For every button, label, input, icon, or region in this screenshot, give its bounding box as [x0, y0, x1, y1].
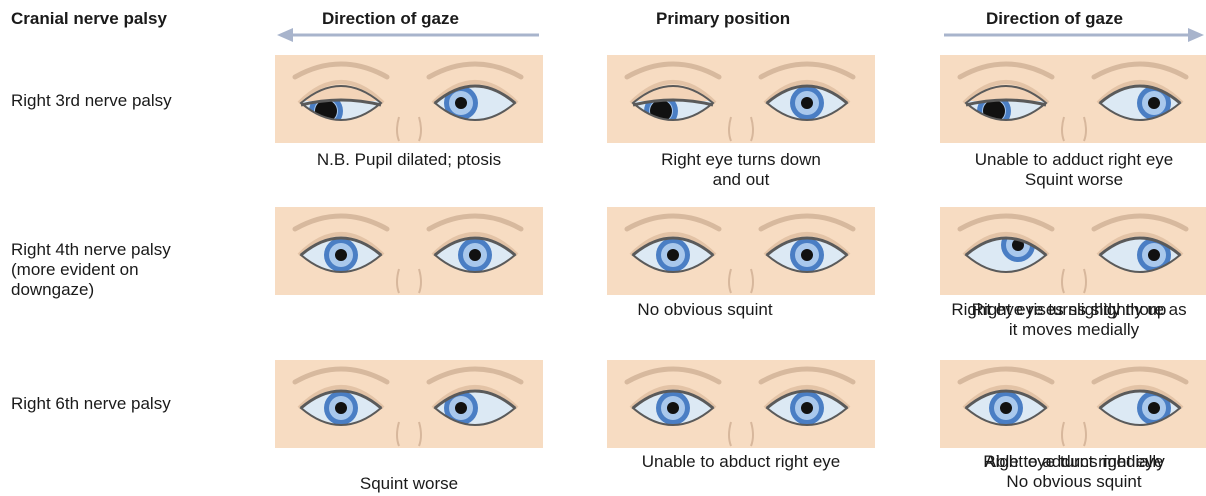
eye-panel-4th-primary — [607, 207, 875, 295]
caption-6th-right-overlap: Able to adduct right eye Right eye turns… — [940, 452, 1206, 472]
eye-panel-6th-gaze-right — [940, 360, 1206, 448]
caption-3rd-center: Right eye turns down and out — [607, 150, 875, 190]
eye-panel-3rd-gaze-right — [940, 55, 1206, 143]
eye-panel-4th-gaze-left — [275, 207, 543, 295]
caption-6th-center: Unable to abduct right eye — [607, 452, 875, 472]
eye-panel-3rd-gaze-left — [275, 55, 543, 143]
header-direction-of-gaze-left: Direction of gaze — [322, 9, 459, 29]
eye-panel-4th-gaze-right — [940, 207, 1206, 295]
header-primary-position: Primary position — [656, 9, 790, 29]
row-label-6th-nerve: Right 6th nerve palsy — [11, 394, 171, 414]
caption-3rd-right: Unable to adduct right eye Squint worse — [940, 150, 1206, 190]
caption-6th-right-line2: No obvious squint — [940, 472, 1206, 492]
eye-panel-3rd-primary — [607, 55, 875, 143]
header-direction-of-gaze-right: Direction of gaze — [986, 9, 1123, 29]
header-cranial-nerve-palsy: Cranial nerve palsy — [11, 9, 167, 29]
caption-4th-right-overlap: Right eye rises slightly more as Right e… — [932, 300, 1206, 320]
row-label-4th-nerve: Right 4th nerve palsy (more evident on d… — [11, 240, 171, 300]
caption-4th-right-line2: it moves medially — [940, 320, 1206, 340]
caption-6th-left: Squint worse — [275, 474, 543, 494]
caption-3rd-left: N.B. Pupil dilated; ptosis — [275, 150, 543, 170]
row-label-3rd-nerve: Right 3rd nerve palsy — [11, 91, 172, 111]
caption-4th-center: No obvious squint — [560, 300, 850, 320]
eye-panel-6th-primary — [607, 360, 875, 448]
right-gaze-arrow-icon — [940, 27, 1206, 43]
eye-panel-6th-gaze-left — [275, 360, 543, 448]
left-gaze-arrow-icon — [275, 27, 543, 43]
